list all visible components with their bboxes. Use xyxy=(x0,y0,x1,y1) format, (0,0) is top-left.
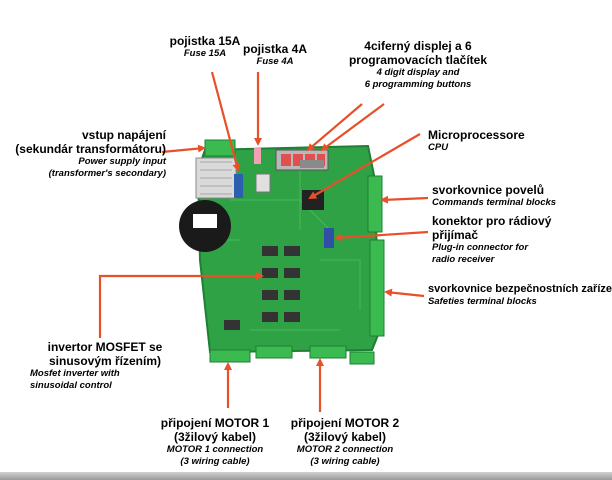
label-motor2-en1: MOTOR 2 connection xyxy=(296,444,394,456)
label-display-en1: 4 digit display and xyxy=(376,67,460,79)
radio-connector xyxy=(324,228,334,248)
label-safety-en: Safeties terminal blocks xyxy=(428,295,537,307)
arrow-mosfet xyxy=(98,272,264,338)
label-radio-connector: konektor pro rádiový přijímač Plug-in co… xyxy=(432,214,602,265)
label-mosfet-cz2: sinusovým řízením) xyxy=(48,354,162,369)
label-fuse-15a-en: Fuse 15A xyxy=(183,48,227,60)
label-power-cz1: vstup napájení xyxy=(81,128,166,142)
label-mosfet-inverter: invertor MOSFET se sinusovým řízením) Mo… xyxy=(30,340,180,391)
label-motor1-cz2: (3žilový kabel) xyxy=(173,430,257,445)
label-mosfet-cz1: invertor MOSFET se xyxy=(47,340,163,354)
label-motor2-cz2: (3žilový kabel) xyxy=(303,430,387,445)
label-safety-cz: svorkovnice bezpečnostních zařízení xyxy=(428,283,612,295)
arrow-display-a xyxy=(306,103,363,152)
label-radio-en2: radio receiver xyxy=(432,253,495,265)
arrow-fuse15 xyxy=(210,71,241,172)
arrow-cpu xyxy=(308,133,421,200)
label-mosfet-en2: sinusoidal control xyxy=(30,379,112,391)
label-power-input: vstup napájení (sekundár transformátoru)… xyxy=(0,128,166,179)
label-display-cz1: 4ciferný displej a 6 xyxy=(364,39,472,53)
label-fuse-15a-cz: pojistka 15A xyxy=(169,34,241,48)
label-motor1-cz1: připojení MOTOR 1 xyxy=(160,416,270,430)
label-display-cz2: programovacích tlačítek xyxy=(348,53,488,68)
label-radio-en1: Plug-in connector for xyxy=(432,242,529,254)
label-radio-cz1: konektor pro rádiový xyxy=(432,214,552,228)
callout-arrows xyxy=(98,71,429,412)
label-motor1-en1: MOTOR 1 connection xyxy=(166,444,264,456)
label-safeties-terminal: svorkovnice bezpečnostních zařízení Safe… xyxy=(428,283,612,307)
label-cpu-en: CPU xyxy=(428,142,449,154)
relay-capacitor xyxy=(179,200,231,252)
mosfet-array xyxy=(224,246,300,330)
display-module xyxy=(275,149,329,171)
arrow-display-b xyxy=(320,103,385,152)
label-cpu: Microprocessore CPU xyxy=(428,128,568,153)
label-power-en1: Power supply input xyxy=(78,156,166,168)
fuse-15a xyxy=(234,174,243,198)
arrow-commands xyxy=(380,195,429,204)
motor1-terminal-b xyxy=(255,345,293,359)
motor1-terminal xyxy=(209,349,251,363)
label-radio-cz2: přijímač xyxy=(432,228,479,243)
label-mosfet-en1: Mosfet inverter with xyxy=(30,368,120,380)
arrow-safety xyxy=(384,288,425,298)
label-fuse-4a: pojistka 4A Fuse 4A xyxy=(230,42,320,67)
fuse-4a xyxy=(254,148,261,164)
label-display-en2: 6 programming buttons xyxy=(364,78,472,90)
label-power-en2: (transformer's secondary) xyxy=(48,167,166,179)
label-motor2: připojení MOTOR 2 (3žilový kabel) MOTOR … xyxy=(280,416,410,467)
label-motor2-cz1: připojení MOTOR 2 xyxy=(290,416,400,430)
heatsink xyxy=(195,157,237,199)
label-cpu-cz: Microprocessore xyxy=(428,128,525,142)
arrow-radio xyxy=(334,230,429,242)
label-fuse-15a: pojistka 15A Fuse 15A xyxy=(160,34,250,59)
label-power-cz2: (sekundár transformátoru) xyxy=(15,142,166,157)
commands-terminal-block xyxy=(367,175,383,233)
arrow-power xyxy=(161,144,206,154)
label-fuse-4a-en: Fuse 4A xyxy=(256,56,294,68)
bottom-scroll-bar xyxy=(0,472,612,480)
label-motor1: připojení MOTOR 1 (3žilový kabel) MOTOR … xyxy=(150,416,280,467)
label-fuse-4a-cz: pojistka 4A xyxy=(242,42,308,56)
cpu-chip xyxy=(302,190,324,210)
label-commands-en: Commands terminal blocks xyxy=(432,197,557,209)
label-commands-cz: svorkovnice povelů xyxy=(432,183,545,197)
label-display: 4ciferný displej a 6 programovacích tlač… xyxy=(328,39,508,90)
motor2-terminal xyxy=(309,345,347,359)
safeties-terminal-block xyxy=(369,239,385,337)
label-motor2-en2: (3 wiring cable) xyxy=(310,455,380,467)
label-commands-terminal: svorkovnice povelů Commands terminal blo… xyxy=(432,183,602,208)
label-motor1-en2: (3 wiring cable) xyxy=(180,455,250,467)
